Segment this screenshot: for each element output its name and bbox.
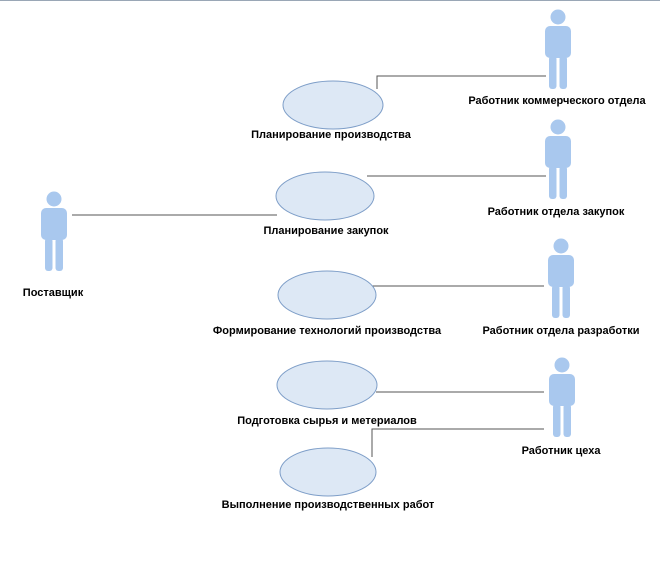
- actor-purchasing-icon[interactable]: [545, 119, 571, 200]
- use-case-label-planning-production: Планирование производства: [251, 129, 411, 141]
- actor-label-workshop: Работник цеха: [521, 445, 601, 457]
- use-case-label-forming-technologies: Формирование технологий производства: [212, 325, 442, 337]
- actor-label-supplier: Поставщик: [22, 287, 84, 299]
- actor-workshop-icon[interactable]: [549, 357, 575, 438]
- association-workshop-performing-works: [371, 428, 544, 457]
- use-case-label-performing-works: Выполнение производственных работ: [221, 499, 435, 511]
- use-case-planning-production[interactable]: [282, 80, 384, 130]
- use-case-forming-technologies[interactable]: [277, 270, 377, 320]
- actor-commercial-icon[interactable]: [545, 9, 571, 90]
- actor-supplier-icon[interactable]: [41, 191, 67, 272]
- use-case-performing-works[interactable]: [279, 447, 377, 497]
- actor-label-purchasing: Работник отдела закупок: [487, 206, 625, 218]
- actor-development-icon[interactable]: [548, 238, 574, 319]
- actor-label-development: Работник отдела разработки: [482, 325, 640, 337]
- use-case-planning-purchases[interactable]: [275, 171, 375, 221]
- use-case-label-planning-purchases: Планирование закупок: [263, 225, 389, 237]
- associations: [72, 75, 546, 457]
- use-case-preparing-materials[interactable]: [276, 360, 378, 410]
- use-case-label-preparing-materials: Подготовка сырья и метериалов: [237, 415, 417, 427]
- association-commercial-planning-production: [376, 75, 546, 89]
- actor-label-commercial: Работник коммерческого отдела: [468, 95, 646, 107]
